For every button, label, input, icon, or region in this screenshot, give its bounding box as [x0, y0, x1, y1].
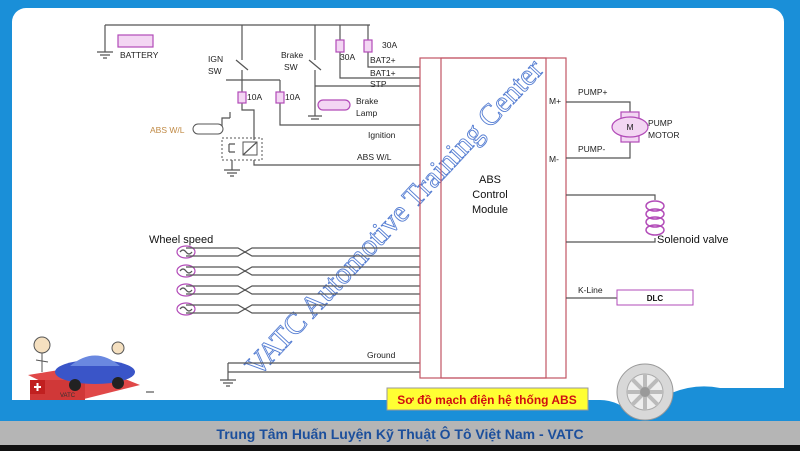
- module-label-2: Control: [472, 189, 507, 201]
- ground-battery: [97, 51, 113, 59]
- wheel-speed-wire-pair: [179, 285, 420, 295]
- battery-label: BATTERY: [120, 50, 159, 60]
- dlc-box: [616, 289, 694, 306]
- fuse-10a-label: 10A: [247, 92, 262, 102]
- m-plus-label: M+: [549, 96, 561, 106]
- ign-sw-label: IGN: [208, 54, 223, 64]
- brake-sw-label-2: SW: [284, 62, 298, 72]
- pump-minus-label: PUMP-: [578, 144, 606, 154]
- brake-lamp-icon: [317, 99, 351, 111]
- kline-label: K-Line: [578, 285, 603, 295]
- brake-lamp-label-2: Lamp: [356, 108, 378, 118]
- output-wiring: [566, 101, 656, 299]
- power-wiring: [104, 24, 420, 170]
- abs-wl-lamp-label: ABS W/L: [150, 125, 185, 135]
- bottom-wave-right: [640, 386, 784, 428]
- wheel-speed-wire-pair: [179, 266, 420, 276]
- fuse-10a-1-icon: [237, 91, 247, 104]
- battery-icon: [117, 34, 154, 48]
- caption-box: [386, 387, 589, 411]
- brake-lamp-label: Brake: [356, 96, 378, 106]
- ground-wire: [220, 362, 420, 387]
- wheel-speed-label: Wheel speed: [149, 234, 213, 246]
- abs-wl-label: ABS W/L: [357, 152, 392, 162]
- footer-title: Trung Tâm Huấn Luyện Kỹ Thuật Ô Tô Việt …: [216, 425, 583, 442]
- dlc-label: DLC: [647, 294, 664, 303]
- wheel-speed-wire-pair: [179, 247, 420, 257]
- ign-sw-label-2: SW: [208, 66, 222, 76]
- solenoid-coil-icon: [645, 200, 665, 236]
- module-label-1: ABS: [479, 174, 501, 186]
- pump-motor-icon: [611, 116, 649, 138]
- vatc-logo-cartoon: VATC: [28, 336, 140, 400]
- bat2-label: BAT2+: [370, 55, 396, 65]
- module-label-3: Module: [472, 204, 508, 216]
- footer-bar: [0, 421, 800, 445]
- solenoid-label: Solenoid valve: [657, 234, 729, 246]
- fuse-10a-2-icon: [275, 91, 285, 104]
- fuse-30a-1-icon: [335, 39, 345, 53]
- ground-relay: [224, 169, 240, 177]
- stp-label: STP: [370, 79, 387, 89]
- slide-panel: [12, 8, 784, 428]
- wheel-icon: [616, 363, 674, 421]
- caption-text: Sơ đồ mạch điện hệ thống ABS: [397, 393, 576, 407]
- abs-warning-lamp-icon: [192, 123, 224, 135]
- bat1-label: BAT1+: [370, 68, 396, 78]
- ground-label: Ground: [367, 350, 396, 360]
- ignition-label: Ignition: [368, 130, 396, 140]
- brake-sw-label: Brake: [281, 50, 303, 60]
- motor-symbol: M: [626, 122, 633, 132]
- footer-edge: [0, 445, 800, 451]
- relay-icon: [221, 137, 263, 161]
- m-minus-label: M-: [549, 154, 559, 164]
- fuse-10a-label-2: 10A: [285, 92, 300, 102]
- wheel-speed-sensors: [176, 245, 420, 316]
- ground-brake-lamp: [308, 115, 322, 120]
- pump-motor-label-2: MOTOR: [648, 130, 679, 140]
- abs-control-module-inner: [440, 57, 547, 379]
- relay-coil-icon: [242, 141, 258, 156]
- fuse-30a-2-icon: [363, 39, 373, 53]
- fuse-30a-label: 30A: [340, 52, 355, 62]
- pump-plus-label: PUMP+: [578, 87, 608, 97]
- logo-text: VATC: [60, 393, 76, 399]
- fuse-30a-label-2: 30A: [382, 40, 397, 50]
- wheel-speed-wire-pair: [179, 304, 420, 314]
- pump-motor-label: PUMP: [648, 118, 673, 128]
